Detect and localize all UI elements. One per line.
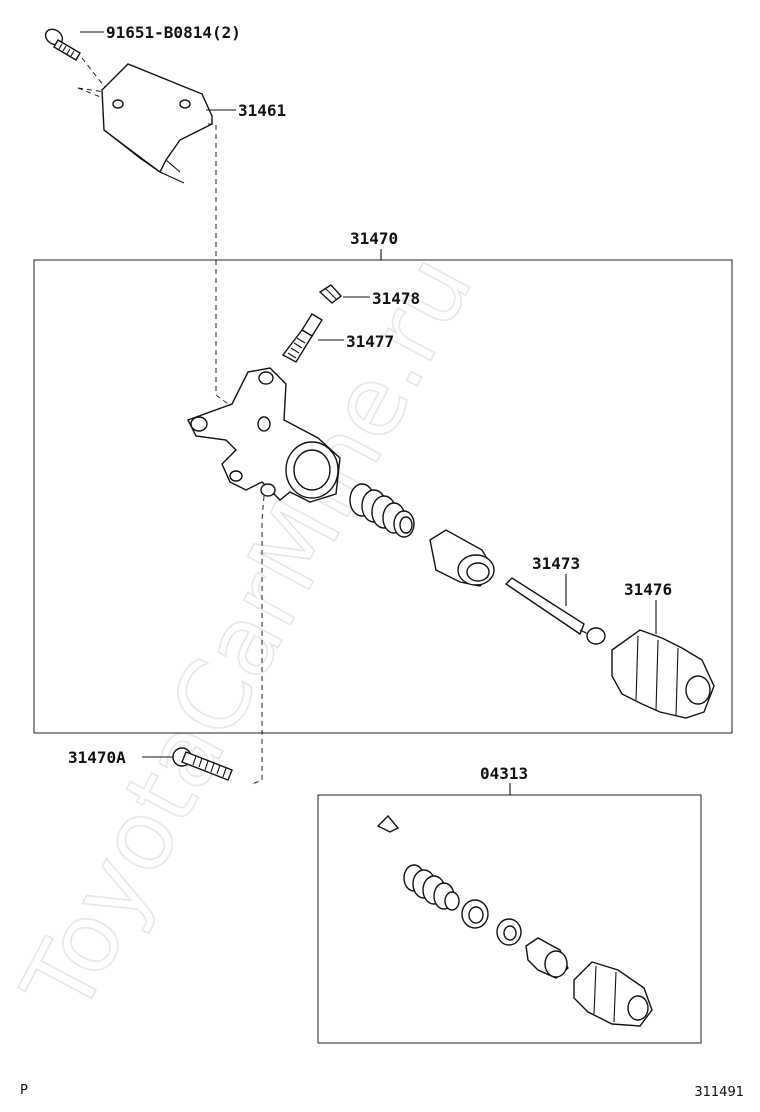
figure-number: 311491 — [694, 1085, 744, 1100]
label-bleeder-plug: 31477 — [346, 332, 394, 351]
kit-piston-icon[interactable] — [525, 937, 569, 979]
label-push-rod: 31473 — [532, 554, 580, 573]
label-bolt-bottom: 31470A — [68, 748, 126, 767]
bleeder-plug-icon[interactable] — [281, 313, 323, 363]
release-cylinder-body-icon[interactable] — [187, 367, 341, 503]
spring-icon[interactable] — [349, 483, 415, 538]
label-cylinder-assembly: 31470 — [350, 229, 398, 248]
bleeder-cap-icon[interactable] — [318, 284, 343, 304]
bolt-bottom-icon[interactable] — [172, 747, 233, 781]
label-repair-kit: 04313 — [480, 764, 528, 783]
cylinder-assembly-frame — [33, 259, 733, 734]
bolt-top-icon[interactable] — [43, 26, 81, 61]
kit-boot-icon[interactable] — [573, 961, 653, 1027]
boot-icon[interactable] — [611, 629, 715, 719]
kit-cup-icon[interactable] — [461, 899, 489, 929]
footer-left-mark: P — [20, 1083, 28, 1098]
push-rod-icon[interactable] — [504, 577, 606, 645]
kit-spring-icon[interactable] — [403, 864, 460, 911]
piston-icon[interactable] — [429, 529, 495, 587]
kit-seal-icon[interactable] — [496, 918, 522, 946]
kit-cap-icon[interactable] — [376, 814, 400, 833]
watermark: ToyotaCarMine.ru — [1, 238, 494, 1032]
label-boot: 31476 — [624, 580, 672, 599]
label-bracket: 31461 — [238, 101, 286, 120]
label-cap: 31478 — [372, 289, 420, 308]
bracket-icon[interactable] — [101, 63, 213, 184]
label-bolt-top: 91651-B0814(2) — [106, 23, 241, 42]
